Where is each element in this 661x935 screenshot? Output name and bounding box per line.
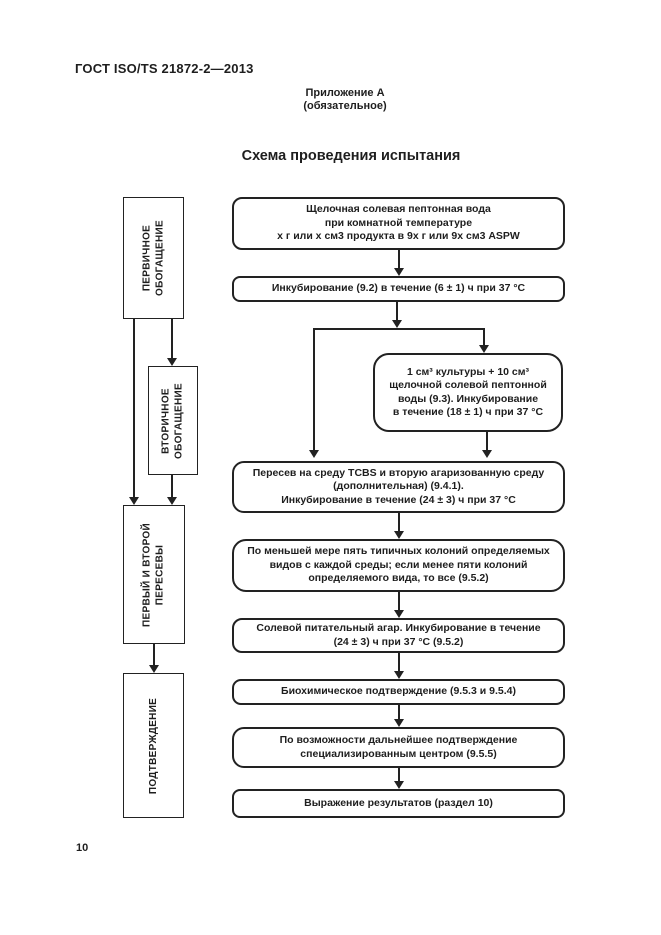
arrow-down-icon bbox=[167, 358, 177, 366]
arrow-down-icon bbox=[394, 531, 404, 539]
connector-line bbox=[398, 513, 400, 531]
connector-line bbox=[398, 705, 400, 719]
connector-line bbox=[153, 644, 155, 665]
arrow-down-icon bbox=[394, 610, 404, 618]
flow-box-aspw: Щелочная солевая пептонная вода при комн… bbox=[232, 197, 565, 250]
arrow-down-icon bbox=[149, 665, 159, 673]
arrow-down-icon bbox=[394, 268, 404, 276]
flow-box-saline-agar: Солевой питательный агар. Инкубирование … bbox=[232, 618, 565, 653]
connector-line bbox=[398, 250, 400, 268]
connector-line bbox=[313, 328, 315, 450]
arrow-down-icon bbox=[129, 497, 139, 505]
arrow-down-icon bbox=[482, 450, 492, 458]
arrow-down-icon bbox=[394, 719, 404, 727]
flow-box-text: По возможности дальнейшее подтверждение … bbox=[279, 734, 518, 760]
flow-box-secondary-culture: 1 см³ культуры + 10 см³ щелочной солевой… bbox=[373, 353, 563, 432]
flow-box-text: Пересев на среду TCBS и вторую агаризова… bbox=[252, 466, 545, 506]
connector-line bbox=[396, 302, 398, 320]
flow-box-text: 1 см³ культуры + 10 см³ щелочной солевой… bbox=[389, 365, 547, 419]
flow-box-text: Выражение результатов (раздел 10) bbox=[304, 796, 493, 809]
arrow-down-icon bbox=[394, 671, 404, 679]
arrow-down-icon bbox=[479, 345, 489, 353]
arrow-down-icon bbox=[309, 450, 319, 458]
connector-line bbox=[398, 653, 400, 671]
stage-box-confirmation: ПОДТВЕРЖДЕНИЕ bbox=[123, 673, 184, 818]
stage-label: ВТОРИЧНОЕ ОБОГАЩЕНИЕ bbox=[160, 382, 185, 459]
flow-box-specialized-center: По возможности дальнейшее подтверждение … bbox=[232, 727, 565, 768]
stage-label: ПЕРВЫЙ И ВТОРОЙ ПЕРЕСЕВЫ bbox=[141, 522, 166, 627]
diagram-title: Схема проведения испытания bbox=[241, 148, 461, 164]
connector-line bbox=[133, 319, 135, 497]
connector-line bbox=[486, 432, 488, 450]
flow-box-incubation-primary: Инкубирование (9.2) в течение (6 ± 1) ч … bbox=[232, 276, 565, 302]
flow-box-text: Солевой питательный агар. Инкубирование … bbox=[256, 622, 541, 648]
connector-line bbox=[171, 319, 173, 358]
arrow-down-icon bbox=[167, 497, 177, 505]
flow-box-results: Выражение результатов (раздел 10) bbox=[232, 789, 565, 818]
flow-box-text: Инкубирование (9.2) в течение (6 ± 1) ч … bbox=[271, 282, 526, 295]
connector-line bbox=[313, 328, 485, 330]
flow-box-colony-selection: По меньшей мере пять типичных колоний оп… bbox=[232, 539, 565, 592]
stage-box-primary-enrichment: ПЕРВИЧНОЕ ОБОГАЩЕНИЕ bbox=[123, 197, 184, 319]
flow-box-biochemical-confirmation: Биохимическое подтверждение (9.5.3 и 9.5… bbox=[232, 679, 565, 705]
stage-label: ПЕРВИЧНОЕ ОБОГАЩЕНИЕ bbox=[141, 220, 165, 296]
connector-line bbox=[171, 475, 173, 497]
connector-line bbox=[398, 592, 400, 610]
annex-heading: Приложение А (обязательное) bbox=[303, 87, 387, 112]
stage-box-secondary-enrichment: ВТОРИЧНОЕ ОБОГАЩЕНИЕ bbox=[148, 366, 198, 475]
flow-box-text: Биохимическое подтверждение (9.5.3 и 9.5… bbox=[281, 685, 516, 698]
arrow-down-icon bbox=[394, 781, 404, 789]
connector-line bbox=[483, 328, 485, 345]
arrow-down-icon bbox=[392, 320, 402, 328]
stage-box-first-second-plating: ПЕРВЫЙ И ВТОРОЙ ПЕРЕСЕВЫ bbox=[123, 505, 185, 644]
doc-number: ГОСТ ISO/TS 21872-2—2013 bbox=[75, 61, 254, 76]
stage-label: ПОДТВЕРЖДЕНИЕ bbox=[147, 697, 159, 794]
page-number: 10 bbox=[76, 842, 89, 854]
connector-line bbox=[398, 768, 400, 781]
flow-box-tcbs-plating: Пересев на среду TCBS и вторую агаризова… bbox=[232, 461, 565, 513]
flow-box-text: Щелочная солевая пептонная вода при комн… bbox=[277, 203, 520, 243]
flow-box-text: По меньшей мере пять типичных колоний оп… bbox=[247, 545, 550, 585]
